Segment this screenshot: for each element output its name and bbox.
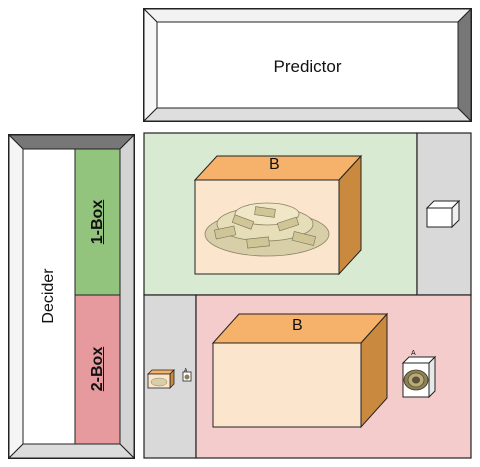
one-box-label[interactable]: 1-Box [89,199,106,245]
box-a-empty [425,199,461,229]
predictor-frame [143,8,472,122]
box-b-full-label: B [269,156,280,173]
box-a-full-label: A [411,350,416,357]
box-b-empty [211,312,389,429]
box-b-full [193,154,363,276]
outcome-grid: B B A A [143,132,472,459]
mini-box-a [182,371,192,382]
box-b-empty-label: B [292,317,303,334]
decider-panel: Decider 1-Box 2-Box [8,134,135,459]
cash-pile-icon [204,202,330,257]
two-box-label[interactable]: 2-Box [89,346,106,392]
decider-frame [8,134,135,459]
decider-label: Decider [40,268,57,324]
one-box-region[interactable] [74,148,121,296]
mini-box-b-full [147,369,175,389]
mini-box-a-label: A [184,368,188,374]
outcome-grid-svg [143,132,472,459]
predictor-label: Predictor [273,57,342,76]
cash-roll-icon [403,369,429,391]
two-box-region[interactable] [74,294,121,445]
box-a-full [401,355,437,399]
predictor-panel: Predictor [143,8,472,122]
